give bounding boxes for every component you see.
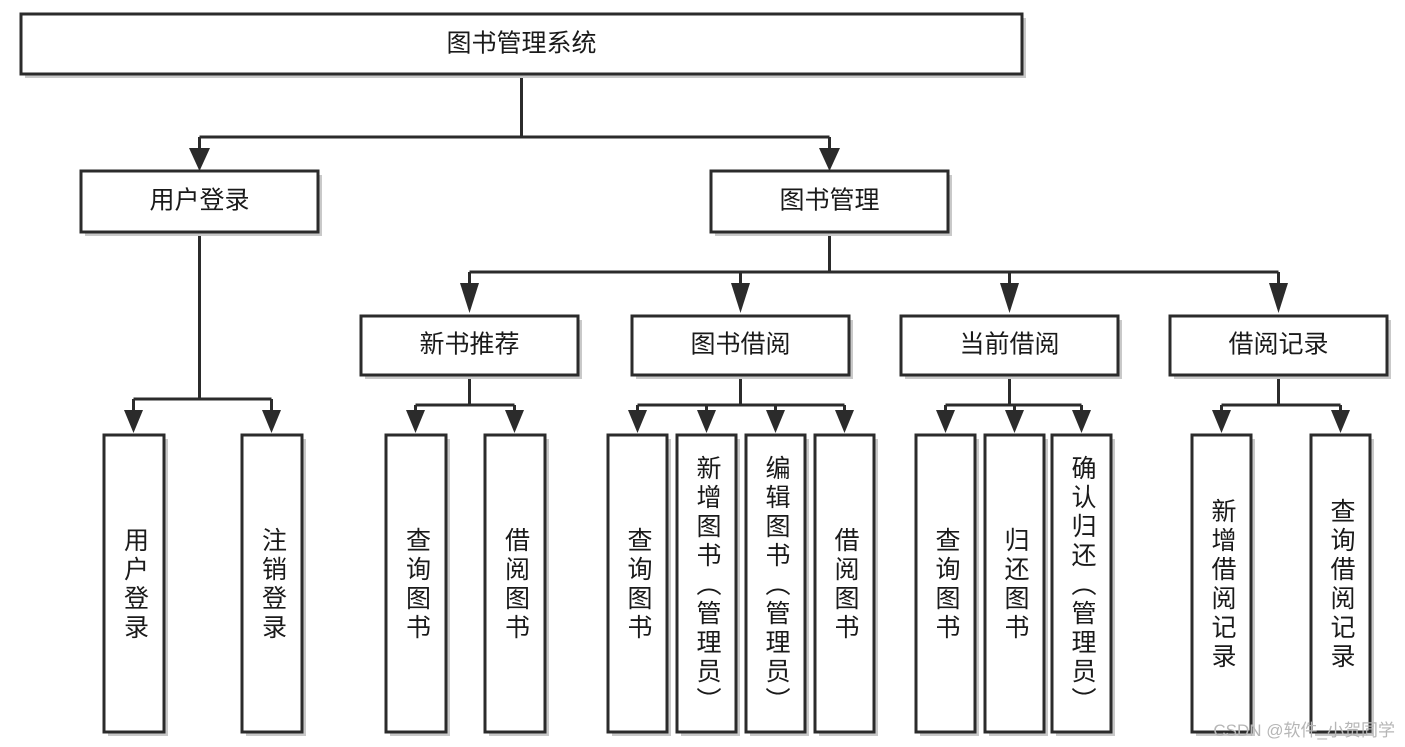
book-manage-box[interactable] [709, 169, 950, 234]
connector-book-manage-trunk [468, 232, 1280, 285]
current-borrow-label: 当前借阅 [959, 331, 1059, 359]
node-leaf-query-borrow-record[interactable] [1309, 433, 1374, 736]
node-leaf-edit-book-admin[interactable] [744, 433, 809, 736]
borrow-record-label: 借阅记录 [1228, 331, 1328, 359]
connector-user-login-trunk [132, 232, 273, 412]
node-leaf-add-book-admin[interactable] [675, 433, 740, 736]
connector-new-book-recommend-trunk [414, 375, 516, 412]
root-label: 图书管理系统 [446, 30, 596, 58]
arrow-to-leaf-query-borrow-record [1331, 410, 1350, 433]
arrow-to-leaf-query-book-3 [936, 410, 955, 433]
root-box[interactable] [19, 12, 1024, 76]
leaf-borrow-book-1-box[interactable] [483, 433, 547, 734]
leaf-edit-book-admin-box[interactable] [744, 433, 807, 734]
arrow-to-leaf-logout-login [262, 410, 281, 433]
node-leaf-logout-login[interactable] [240, 433, 306, 736]
node-leaf-query-book-3[interactable] [914, 433, 979, 736]
node-leaf-return-book[interactable] [983, 433, 1048, 736]
node-leaf-borrow-book-1[interactable] [483, 433, 549, 736]
node-leaf-query-book-1[interactable] [384, 433, 450, 736]
leaf-logout-login-box[interactable] [240, 433, 304, 734]
arrow-to-book-borrow [731, 283, 750, 313]
current-borrow-box[interactable] [899, 314, 1120, 377]
arrow-to-leaf-query-book-2 [628, 410, 647, 433]
book-borrow-label: 图书借阅 [690, 331, 790, 359]
new-book-recommend-box[interactable] [359, 314, 580, 377]
leaf-query-book-1-box[interactable] [384, 433, 448, 734]
arrow-to-leaf-borrow-book-1 [505, 410, 524, 433]
node-leaf-add-borrow-record[interactable] [1190, 433, 1255, 736]
node-user-login[interactable]: 用户登录 [79, 169, 322, 236]
book-manage-label: 图书管理 [779, 187, 879, 215]
arrow-to-leaf-add-borrow-record [1212, 410, 1231, 433]
node-borrow-record[interactable]: 借阅记录 [1168, 314, 1391, 379]
borrow-record-box[interactable] [1168, 314, 1389, 377]
leaf-return-book-box[interactable] [983, 433, 1046, 734]
leaf-layer [102, 433, 1374, 736]
arrow-to-borrow-record [1269, 283, 1288, 313]
user-login-label: 用户登录 [149, 187, 249, 215]
book-borrow-box[interactable] [630, 314, 851, 377]
node-leaf-confirm-return-admin[interactable] [1050, 433, 1115, 736]
leaf-borrow-book-2-box[interactable] [813, 433, 876, 734]
arrow-to-leaf-edit-book-admin [766, 410, 785, 433]
arrow-to-leaf-return-book [1005, 410, 1024, 433]
leaf-confirm-return-admin-box[interactable] [1050, 433, 1113, 734]
leaf-user-login-box[interactable] [102, 433, 166, 734]
leaf-query-book-3-box[interactable] [914, 433, 977, 734]
user-login-box[interactable] [79, 169, 320, 234]
arrow-to-leaf-query-book-1 [406, 410, 425, 433]
connector-book-borrow-trunk [636, 375, 846, 412]
node-book-manage[interactable]: 图书管理 [709, 169, 952, 236]
node-leaf-user-login[interactable] [102, 433, 168, 736]
node-current-borrow[interactable]: 当前借阅 [899, 314, 1122, 379]
arrow-to-book-manage [819, 148, 840, 171]
leaf-query-borrow-record-box[interactable] [1309, 433, 1372, 734]
connector-current-borrow-trunk [944, 375, 1083, 412]
node-root[interactable]: 图书管理系统 [19, 12, 1026, 78]
leaf-add-book-admin-box[interactable] [675, 433, 738, 734]
connector-borrow-record-trunk [1220, 375, 1342, 412]
leaf-add-borrow-record-box[interactable] [1190, 433, 1253, 734]
arrow-to-current-borrow [1000, 283, 1019, 313]
connector-layer [124, 74, 1350, 433]
arrow-to-leaf-confirm-return-admin [1072, 410, 1091, 433]
arrow-to-leaf-borrow-book-2 [835, 410, 854, 433]
arrow-to-leaf-add-book-admin [697, 410, 716, 433]
node-leaf-query-book-2[interactable] [606, 433, 671, 736]
leaf-query-book-2-box[interactable] [606, 433, 669, 734]
node-leaf-borrow-book-2[interactable] [813, 433, 878, 736]
new-book-recommend-label: 新书推荐 [419, 331, 519, 359]
arrow-to-user-login [189, 148, 210, 171]
arrow-to-leaf-user-login [124, 410, 143, 433]
connector-root-trunk [198, 74, 831, 152]
node-book-borrow[interactable]: 图书借阅 [630, 314, 853, 379]
node-new-book-recommend[interactable]: 新书推荐 [359, 314, 582, 379]
arrow-to-new-book-recommend [460, 283, 479, 313]
